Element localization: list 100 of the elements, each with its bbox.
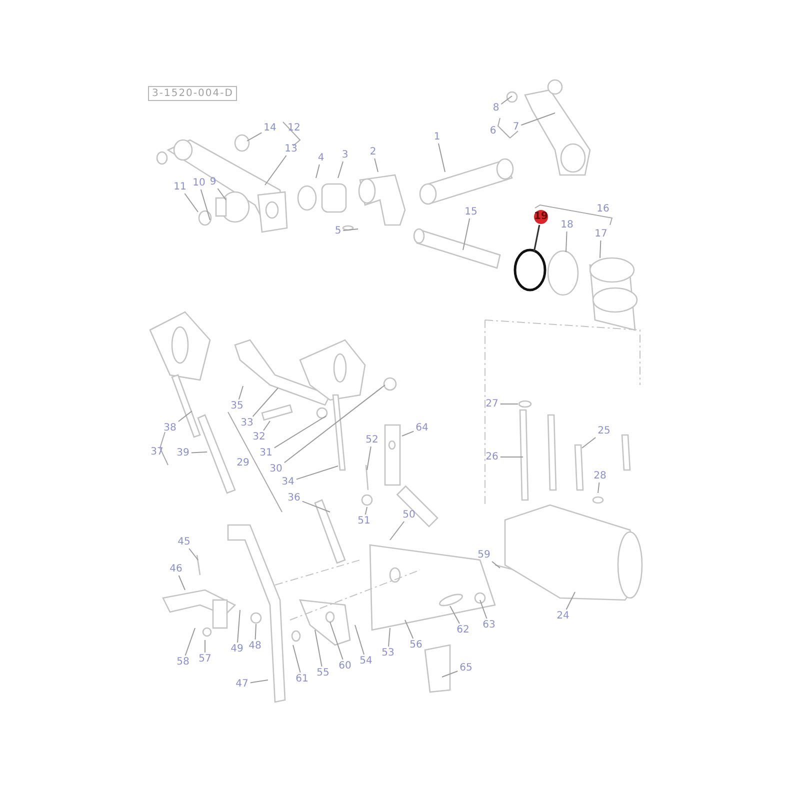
callout-number: 55 — [316, 668, 330, 678]
leader-line — [263, 420, 270, 431]
callout-number: 63 — [482, 620, 496, 630]
leader-line — [354, 624, 364, 655]
callout-number: 51 — [356, 516, 372, 526]
callout-number: 18 — [560, 220, 574, 230]
leader-line — [533, 224, 540, 252]
leader-line — [252, 388, 278, 417]
callout-number: 62 — [456, 624, 470, 636]
leader-line — [316, 164, 320, 178]
leader-line — [246, 132, 262, 142]
callout-number: 48 — [248, 640, 262, 652]
callout-number: 32 — [252, 432, 266, 442]
leader-line — [338, 161, 344, 178]
callout-number: 27 — [484, 398, 500, 410]
leader-line — [188, 548, 198, 560]
leader-line — [492, 561, 500, 568]
callout-number: 6 — [488, 126, 498, 136]
callout-number: 11 — [172, 182, 188, 192]
leader-line — [292, 644, 301, 673]
callout-number: 37 — [150, 446, 164, 458]
leader-line — [238, 386, 244, 400]
leader-line — [390, 521, 405, 540]
callout-number: 9 — [208, 176, 218, 188]
drawing-number: 3-1520-004-D — [148, 86, 238, 101]
leader-line — [566, 231, 568, 252]
callout-number: 65 — [458, 662, 474, 674]
callout-number: 17 — [594, 228, 608, 240]
callout-number: 38 — [162, 422, 178, 434]
leader-line — [364, 506, 368, 515]
leader-line — [582, 437, 596, 448]
callout-number: 3 — [340, 150, 350, 160]
callout-number: 2 — [368, 146, 378, 158]
leader-line — [388, 628, 390, 647]
callout-number: 36 — [286, 492, 302, 504]
callout-number: 35 — [230, 400, 244, 412]
callout-number: 15 — [464, 206, 478, 218]
callout-number: 52 — [364, 434, 380, 446]
callout-number: 8 — [492, 102, 500, 114]
leader-line — [217, 188, 226, 200]
callout-number: 10 — [192, 178, 206, 188]
leader-line — [274, 416, 326, 448]
leader-line — [314, 630, 322, 667]
leader-line — [178, 410, 192, 422]
callout-number: 45 — [176, 536, 192, 548]
callout-number: 50 — [402, 510, 416, 520]
callout-number: 64 — [414, 422, 430, 434]
callout-number: 30 — [268, 464, 284, 474]
callout-number: 49 — [230, 644, 244, 654]
leader-line — [250, 680, 268, 684]
callout-number: 29 — [236, 458, 250, 468]
leader-line — [342, 228, 358, 231]
leader-line — [302, 500, 330, 512]
leader-line — [404, 620, 414, 639]
leader-line — [237, 610, 240, 643]
callout-number: 33 — [240, 418, 254, 428]
leader-line — [600, 240, 602, 258]
leader-line — [520, 112, 556, 126]
leader-line — [462, 218, 470, 250]
callout-number: 47 — [234, 678, 250, 690]
callout-number: 31 — [258, 448, 274, 458]
callout-number: 60 — [338, 660, 352, 672]
leader-line — [402, 430, 414, 436]
leader-line — [264, 155, 287, 186]
callout-number: 58 — [176, 656, 190, 668]
leader-line — [366, 446, 372, 470]
callout-number: 14 — [262, 122, 278, 134]
leader-line — [438, 143, 446, 172]
leader-line — [566, 592, 576, 610]
callout-number: 46 — [168, 564, 184, 574]
leader-line — [500, 96, 512, 105]
leader-line — [330, 622, 344, 660]
leader-line — [184, 628, 196, 656]
leader-line — [254, 624, 256, 640]
leader-line — [184, 193, 198, 212]
callout-number: 34 — [280, 476, 296, 488]
callout-number: 39 — [176, 448, 190, 458]
leader-line — [442, 670, 458, 678]
callout-number: 5 — [334, 226, 342, 236]
callout-number: 53 — [380, 648, 396, 658]
callout-number: 1 — [432, 132, 442, 142]
callout-number: 56 — [408, 640, 424, 650]
leader-line — [284, 384, 386, 464]
leader-line — [200, 189, 210, 220]
callout-number: 7 — [512, 122, 520, 132]
callout-number: 59 — [476, 550, 492, 560]
callout-number: 4 — [316, 152, 326, 164]
callout-number: 61 — [294, 674, 310, 684]
leader-line — [450, 606, 460, 624]
leader-line — [598, 482, 600, 494]
callout-number: 26 — [484, 452, 500, 462]
callout-number: 12 — [286, 122, 302, 134]
callout-number: 13 — [284, 144, 298, 154]
leader-line — [480, 600, 488, 619]
leader-line — [296, 466, 338, 480]
leader-line — [190, 452, 208, 454]
callout-number: 24 — [556, 610, 570, 622]
leader-line — [178, 575, 186, 590]
leader-line — [374, 158, 378, 172]
leader-line — [500, 456, 524, 458]
